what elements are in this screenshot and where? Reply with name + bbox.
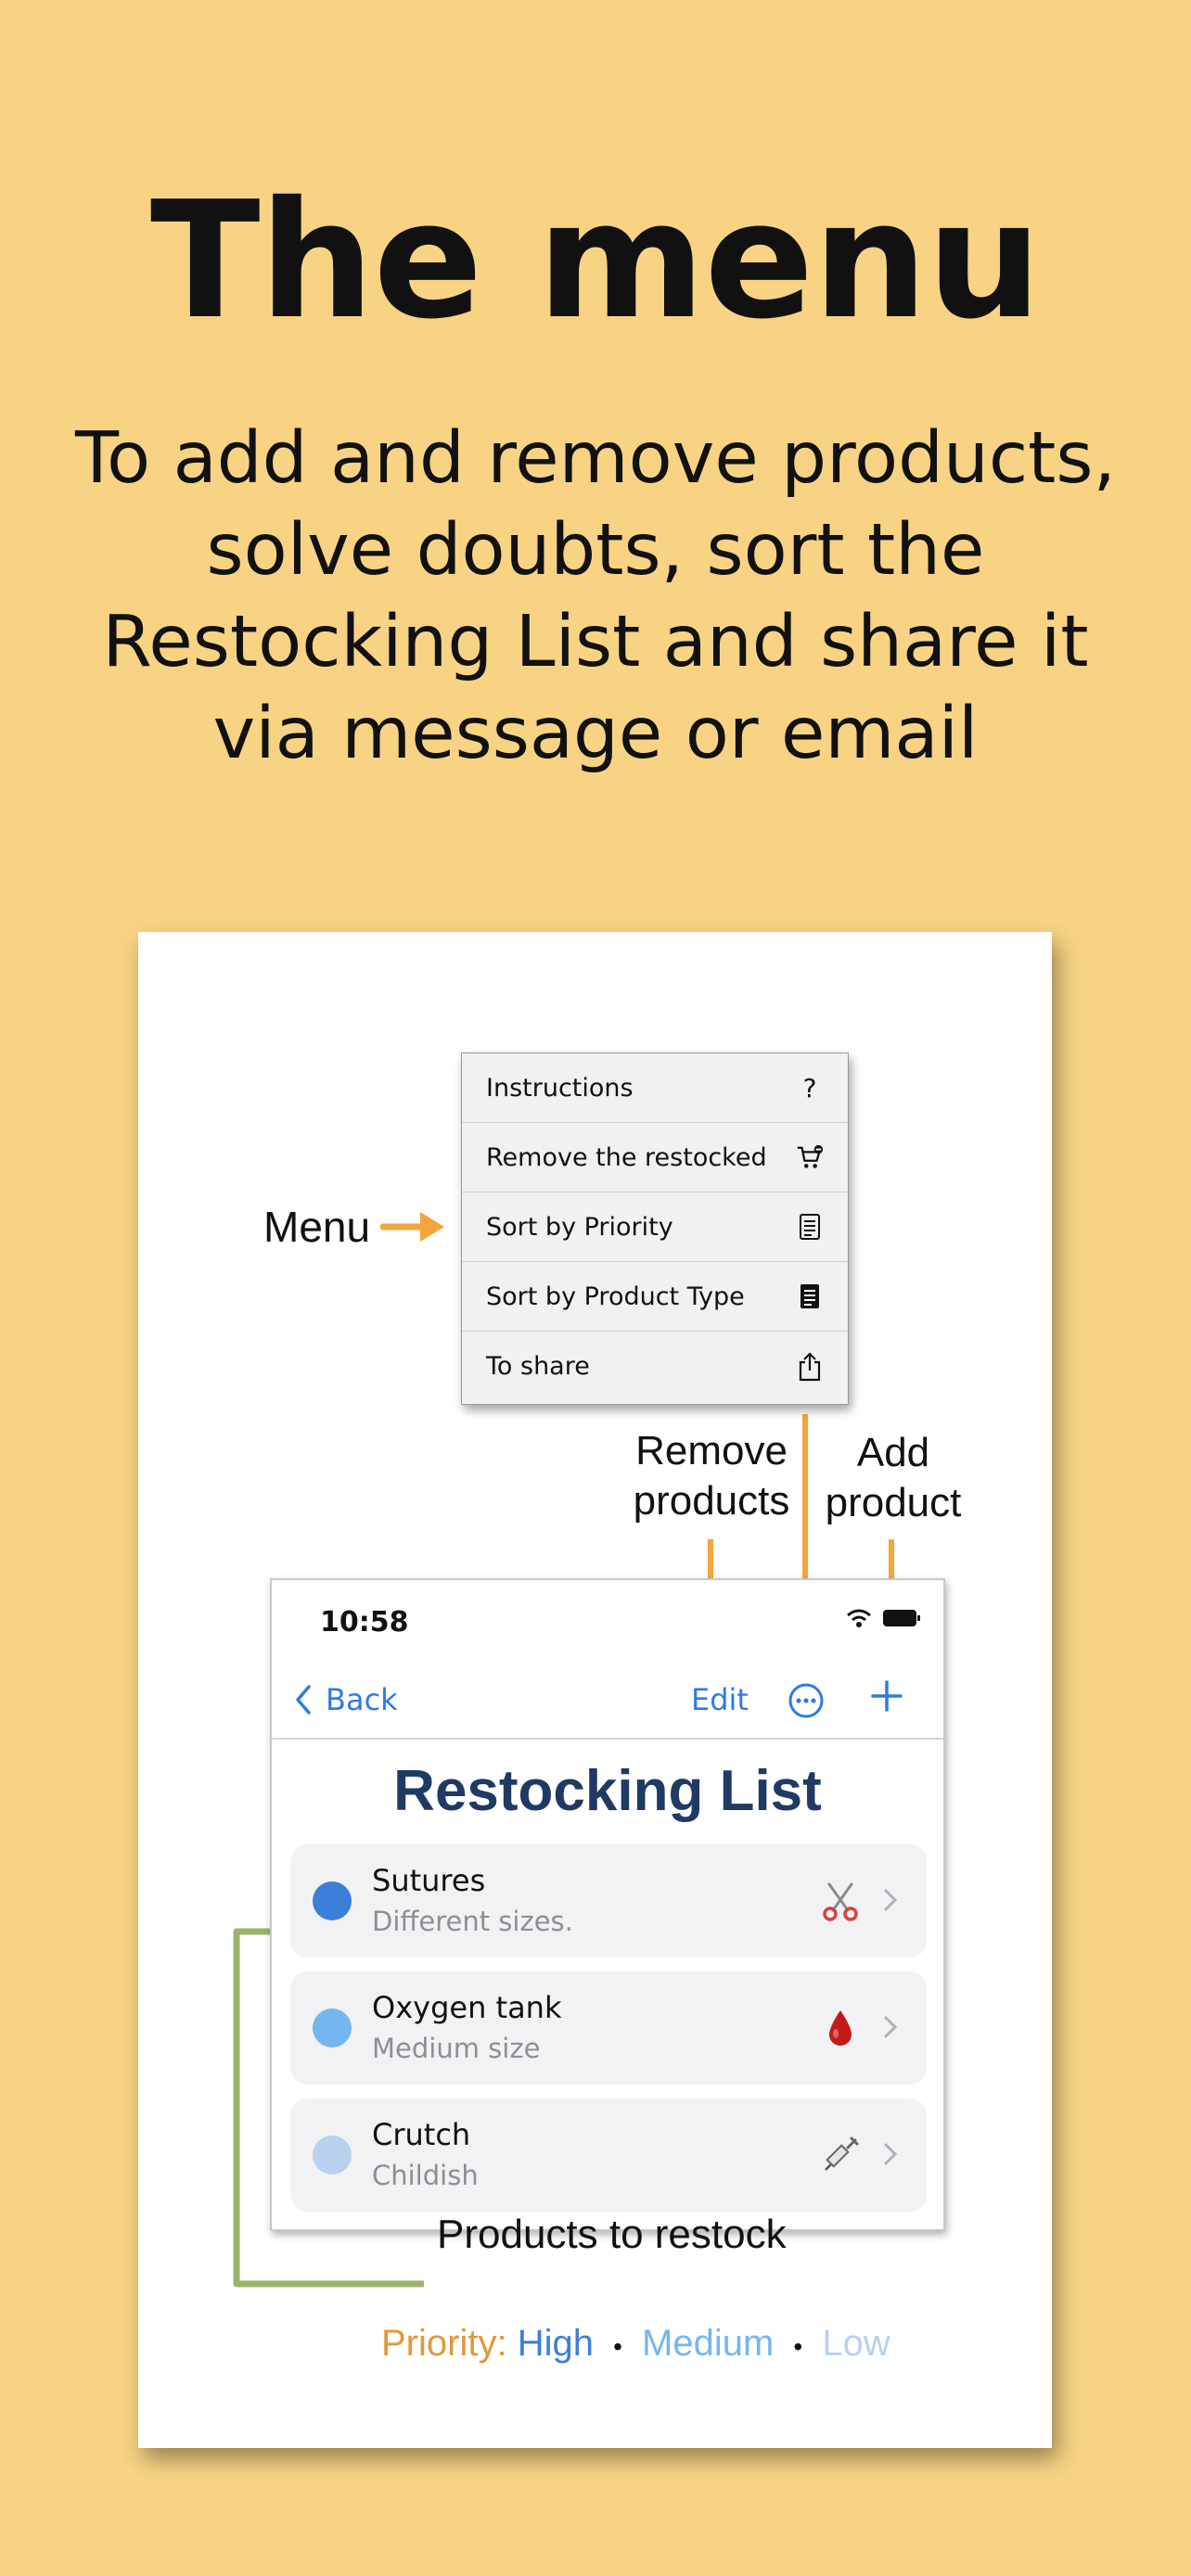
cart-remove-icon	[796, 1143, 824, 1171]
item-desc: Childish	[372, 2160, 479, 2191]
hero-title: The menu	[149, 167, 1042, 355]
question-icon: ?	[802, 1072, 817, 1103]
nav-divider	[272, 1738, 943, 1740]
chevron-left-icon	[296, 1685, 311, 1715]
list-item[interactable]: Oxygen tank Medium size	[290, 1971, 927, 2085]
list-item[interactable]: Crutch Childish	[290, 2098, 927, 2212]
menu-item-sort-priority[interactable]: Sort by Priority	[462, 1192, 848, 1262]
battery-icon	[883, 1610, 920, 1626]
menu-item-label: Instructions	[486, 1073, 634, 1103]
list-icon	[796, 1213, 824, 1241]
remove-products-annotation: Remove products	[602, 1426, 821, 1526]
wifi-icon	[847, 1609, 871, 1627]
annotation-line: products	[633, 1478, 790, 1524]
priority-medium: Medium	[642, 2323, 775, 2364]
priority-dot	[313, 2136, 352, 2174]
priority-label: Priority:	[381, 2323, 507, 2364]
status-time: 10:58	[320, 1606, 409, 1639]
screenshot-card: Menu Instructions ? Remove the restocked…	[138, 932, 1052, 2448]
status-icons	[845, 1608, 921, 1628]
priority-separator: •	[613, 2332, 622, 2361]
menu-item-label: To share	[486, 1352, 590, 1381]
products-to-restock-annotation: Products to restock	[437, 2212, 787, 2257]
item-desc: Different sizes.	[372, 1906, 573, 1937]
annotation-line: product	[825, 1480, 962, 1525]
add-button[interactable]	[869, 1677, 904, 1721]
priority-separator: •	[793, 2332, 803, 2361]
ellipsis-circle-icon	[788, 1683, 824, 1718]
menu-item-remove-restocked[interactable]: Remove the restocked	[462, 1123, 848, 1192]
drop-icon	[819, 2007, 862, 2049]
priority-legend: Priority: High • Medium • Low	[381, 2323, 890, 2365]
share-icon	[796, 1351, 824, 1381]
chevron-right-icon	[884, 2016, 898, 2038]
item-name: Oxygen tank	[372, 1990, 562, 2025]
plus-icon	[871, 1680, 903, 1712]
menu-item-label: Remove the restocked	[486, 1142, 767, 1172]
syringe-icon	[819, 2134, 862, 2176]
hero-subtitle: To add and remove products, solve doubts…	[75, 417, 1116, 775]
edit-button[interactable]: Edit	[691, 1682, 749, 1717]
menu-item-label: Sort by Product Type	[486, 1282, 745, 1311]
menu-item-share[interactable]: To share	[462, 1332, 848, 1401]
priority-low: Low	[822, 2323, 890, 2364]
menu-item-sort-type[interactable]: Sort by Product Type	[462, 1262, 848, 1332]
popup-menu: Instructions ? Remove the restocked Sort…	[461, 1052, 849, 1405]
priority-high: High	[517, 2323, 594, 2364]
menu-item-instructions[interactable]: Instructions ?	[462, 1053, 848, 1123]
page-title: Restocking List	[393, 1759, 822, 1823]
priority-dot	[313, 2009, 352, 2047]
more-button[interactable]	[788, 1682, 825, 1723]
list-item[interactable]: Sutures Different sizes.	[290, 1844, 927, 1958]
chevron-right-icon	[884, 2143, 898, 2165]
phone-screenshot: 10:58 Back Edit Restocking List Sutures …	[270, 1578, 945, 2231]
item-name: Sutures	[372, 1863, 486, 1898]
item-desc: Medium size	[372, 2033, 541, 2064]
doc-list-icon	[796, 1282, 824, 1310]
back-button[interactable]: Back	[294, 1682, 398, 1717]
scissors-icon	[819, 1880, 862, 1922]
annotation-line: Remove	[635, 1428, 788, 1473]
menu-item-label: Sort by Priority	[486, 1212, 673, 1242]
chevron-right-icon	[884, 1889, 898, 1911]
annotation-line: Add	[856, 1430, 930, 1475]
back-label: Back	[326, 1682, 398, 1717]
add-product-annotation: Add product	[821, 1428, 966, 1528]
item-name: Crutch	[372, 2117, 471, 2152]
priority-dot	[313, 1881, 352, 1920]
menu-annotation: Menu	[263, 1203, 371, 1251]
